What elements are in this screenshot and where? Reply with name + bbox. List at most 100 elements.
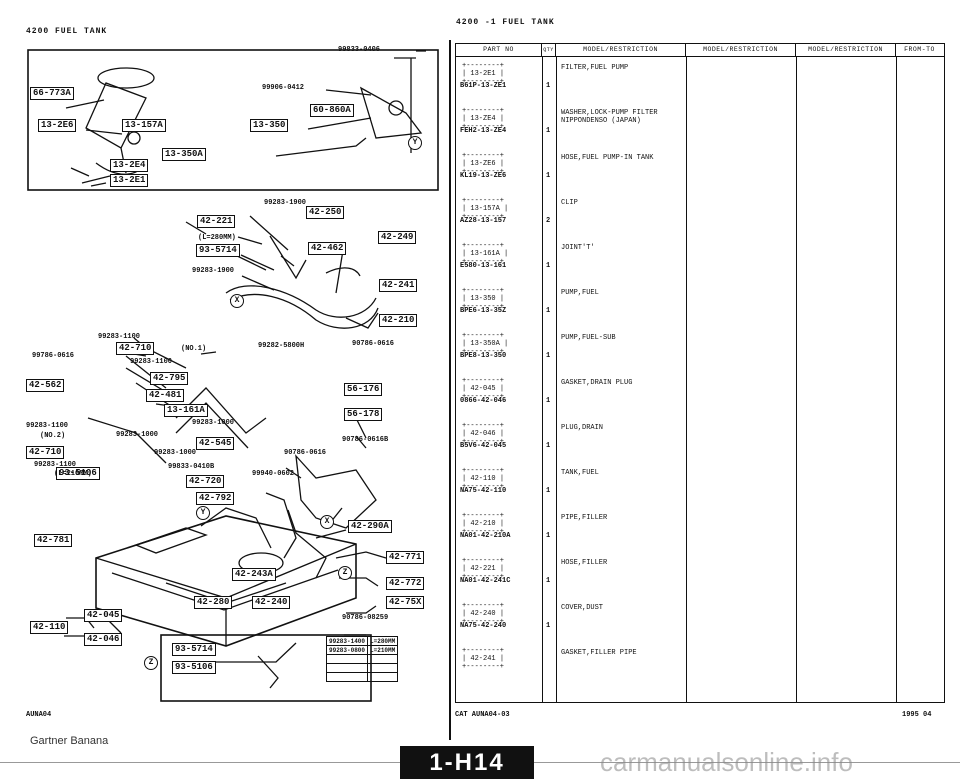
quantity: 1 (546, 442, 551, 450)
part-callout: 93-5106 (172, 661, 216, 674)
part-number-label: 99786-0616 (32, 352, 75, 360)
table-row: +--------+ | 13-ZE6 | +--------+KL19-13-… (456, 148, 944, 192)
part-callout: 56-178 (344, 408, 383, 421)
page-divider (449, 40, 451, 740)
part-number-label: 99906-0412 (262, 84, 305, 92)
legend-part: 99283-0800 (325, 645, 369, 655)
part-description: PIPE,FILLER (561, 514, 608, 522)
table-row: +--------+ | 42-110 | +--------+NA75-42-… (456, 463, 944, 507)
ref-number-box: +--------+ | 13-350 | +--------+ (462, 287, 505, 311)
ref-number-box: +--------+ | 42-110 | +--------+ (462, 467, 505, 491)
ref-number: 42-241 (470, 655, 496, 663)
quantity: 1 (546, 172, 551, 180)
diagram-code: AUNA04 (26, 711, 52, 719)
watermark-right: carmanualsonline.info (600, 747, 853, 777)
part-number: NA01-42-210A (460, 532, 511, 540)
quantity: 1 (546, 622, 551, 630)
ref-marker-x: X (320, 515, 334, 529)
part-callout: 13-350A (162, 148, 206, 161)
ref-number: 42-240 (470, 610, 496, 618)
legend-length: L=210MM (367, 645, 399, 655)
parts-table: PART NO QTY MODEL/RESTRICTION MODEL/REST… (455, 43, 945, 703)
part-callout: 66-773A (30, 87, 74, 100)
part-number: FEH2-13-ZE4 (460, 127, 507, 135)
part-number-label: 99833-0410B (168, 463, 215, 471)
part-number-label: 99283-1000 (154, 449, 197, 457)
header-model-2: MODEL/RESTRICTION (686, 44, 796, 56)
header-part-no: PART NO (456, 44, 542, 56)
part-number-label: 90786-08259 (342, 614, 389, 622)
quantity: 1 (546, 532, 551, 540)
quantity: 1 (546, 352, 551, 360)
header-from-to: FROM-TO (904, 46, 935, 53)
part-callout: 42-250 (306, 206, 345, 219)
part-callout: 13-350 (250, 119, 289, 132)
part-callout: 13-2E6 (38, 119, 77, 132)
part-callout: 42-243A (232, 568, 276, 581)
part-number-label: 99283-1100 (34, 461, 77, 469)
part-number: KL19-13-ZE6 (460, 172, 507, 180)
part-callout: 42-545 (196, 437, 235, 450)
ref-number: 42-221 (470, 565, 496, 573)
part-callout: 42-462 (308, 242, 347, 255)
part-number-label: (NO.1) (181, 345, 207, 353)
part-callout: 42-240 (252, 596, 291, 609)
part-callout: 42-720 (186, 475, 225, 488)
ref-number: 13-350 (470, 295, 496, 303)
table-row: +--------+ | 42-240 | +--------+NA75-42-… (456, 598, 944, 642)
part-callout: 13-161A (164, 404, 208, 417)
part-description: TANK,FUEL (561, 469, 599, 477)
part-number: BPE6-13-35Z (460, 307, 507, 315)
table-row: +--------+ | 42-210 | +--------+NA01-42-… (456, 508, 944, 552)
part-callout: 60-860A (310, 104, 354, 117)
part-number: NA01-42-241C (460, 577, 511, 585)
part-callout: 42-221 (197, 215, 236, 228)
part-number: B61P-13-ZE1 (460, 82, 507, 90)
part-number-label: 90786-0616 (284, 449, 327, 457)
part-callout: 13-2E1 (110, 174, 149, 187)
part-number-label: 99282-5800H (258, 342, 305, 350)
part-number-label: (NO.2) (40, 432, 66, 440)
part-number-label: (L=210MM) (54, 470, 92, 478)
ref-number-box: +--------+ | 13-161A | +--------+ (462, 242, 509, 266)
part-description: CLIP (561, 199, 578, 207)
table-row: +--------+ | 13-350A | +--------+BPE8-13… (456, 328, 944, 372)
part-description: GASKET,FILLER PIPE (561, 649, 637, 657)
quantity: 1 (546, 127, 551, 135)
ref-number: 42-110 (470, 475, 496, 483)
part-callout: 13-2E4 (110, 159, 149, 172)
part-number: 0866-42-046 (460, 397, 507, 405)
part-number: NA75-42-240 (460, 622, 507, 630)
diagram-linework (27, 49, 439, 702)
part-callout: 42-792 (196, 492, 235, 505)
part-callout: 56-176 (344, 383, 383, 396)
part-number: AZ28-13-157 (460, 217, 507, 225)
part-number-label: (L=280MM) (198, 234, 236, 242)
table-row: +--------+ | 42-046 | +--------+B5V6-42-… (456, 418, 944, 462)
header-model-1: MODEL/RESTRICTION (556, 44, 686, 56)
table-row: +--------+ | 42-241 | +--------+GASKET,F… (456, 643, 944, 687)
quantity: 1 (546, 262, 551, 270)
ref-number-box: +--------+ | 13-350A | +--------+ (462, 332, 509, 356)
quantity: 1 (546, 397, 551, 405)
part-callout: 42-290A (348, 520, 392, 533)
part-description: JOINT'T' (561, 244, 595, 252)
ref-number: 13-161A (470, 250, 500, 258)
part-number: BPE8-13-350 (460, 352, 507, 360)
table-row: +--------+ | 13-161A | +--------+E580-13… (456, 238, 944, 282)
part-number-label: 99283-1100 (26, 422, 69, 430)
part-number-label: 99283-1900 (264, 199, 307, 207)
table-row: +--------+ | 13-350 | +--------+BPE6-13-… (456, 283, 944, 327)
ref-number-box: +--------+ | 42-045 | +--------+ (462, 377, 505, 401)
quantity: 1 (546, 307, 551, 315)
part-number: NA75-42-110 (460, 487, 507, 495)
part-description: PUMP,FUEL (561, 289, 599, 297)
part-callout: 42-562 (26, 379, 65, 392)
part-callout: 93-5106 (56, 467, 100, 480)
part-description: HOSE,FILLER (561, 559, 608, 567)
part-number-label: 99283-1900 (192, 267, 235, 275)
part-callout: 42-771 (386, 551, 425, 564)
ref-number-box: +--------+ | 13-ZE6 | +--------+ (462, 152, 505, 176)
ref-number-box: +--------+ | 13-157A | +--------+ (462, 197, 509, 221)
part-description: WASHER,LOCK-PUMP FILTER NIPPONDENSO (JAP… (561, 109, 658, 125)
